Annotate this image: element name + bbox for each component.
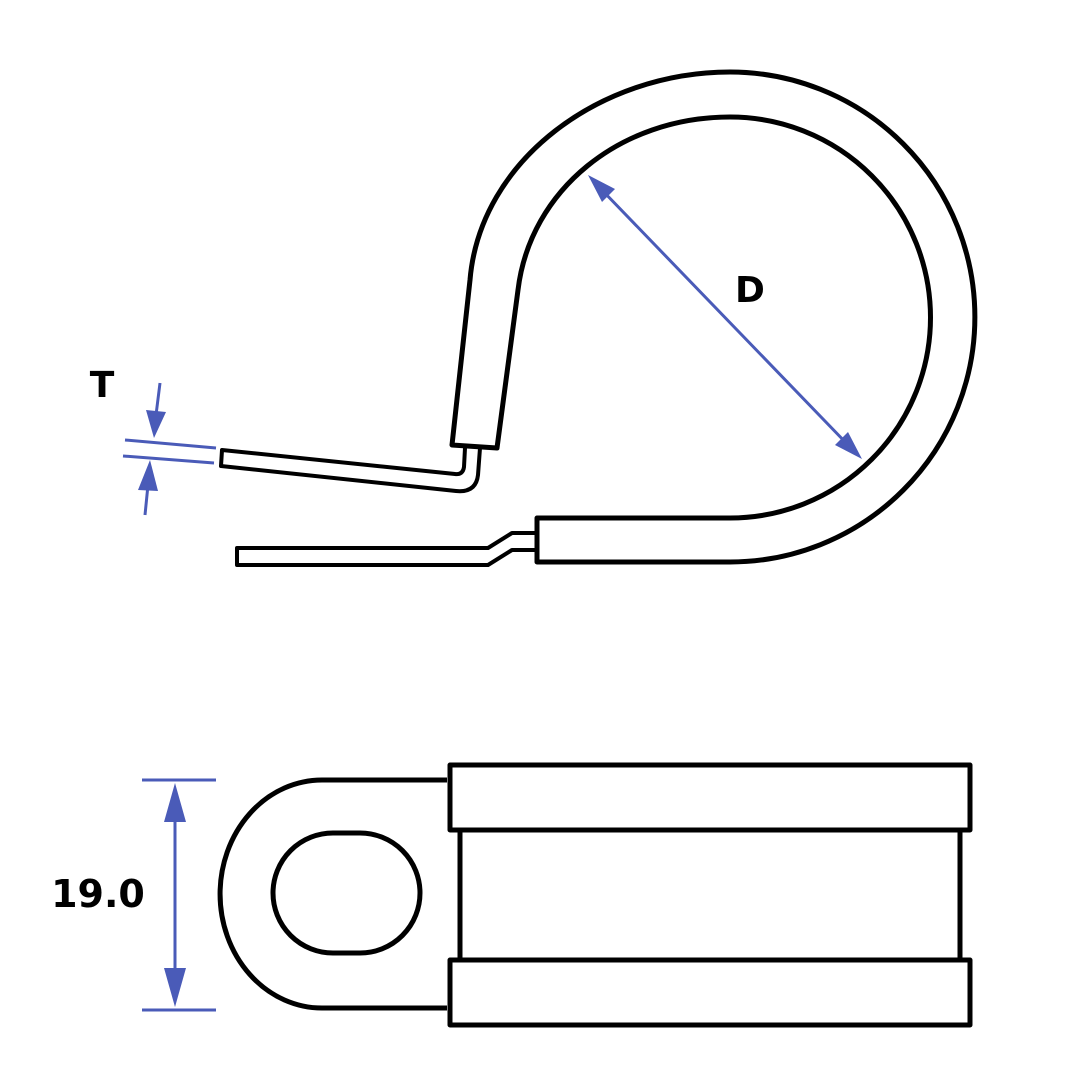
arrowhead-icon: [588, 175, 615, 202]
mounting-tab-outline: [217, 777, 447, 1011]
width-label: 19.0: [51, 872, 145, 916]
thickness-extension-line: [124, 438, 217, 450]
arrowhead-icon: [138, 460, 158, 491]
thickness-extension-line: [122, 454, 215, 465]
side-view: D T: [90, 69, 978, 567]
upper-metal-tab: [219, 447, 482, 494]
thickness-label: T: [90, 365, 115, 406]
top-view: 19.0: [51, 762, 973, 1028]
arrowhead-icon: [164, 968, 186, 1007]
diameter-dimension-line: [598, 186, 852, 449]
rubber-cushion-outline: [449, 69, 978, 565]
arrowhead-icon: [835, 432, 862, 459]
lower-metal-tab: [235, 531, 537, 567]
mounting-hole: [270, 830, 423, 956]
rubber-band-top: [447, 762, 973, 833]
rubber-band-bottom: [447, 957, 973, 1028]
arrowhead-icon: [146, 410, 166, 438]
clip-body: [457, 827, 963, 963]
diameter-label: D: [735, 270, 765, 311]
arrowhead-icon: [164, 783, 186, 822]
thickness-arrow-line: [154, 382, 162, 416]
